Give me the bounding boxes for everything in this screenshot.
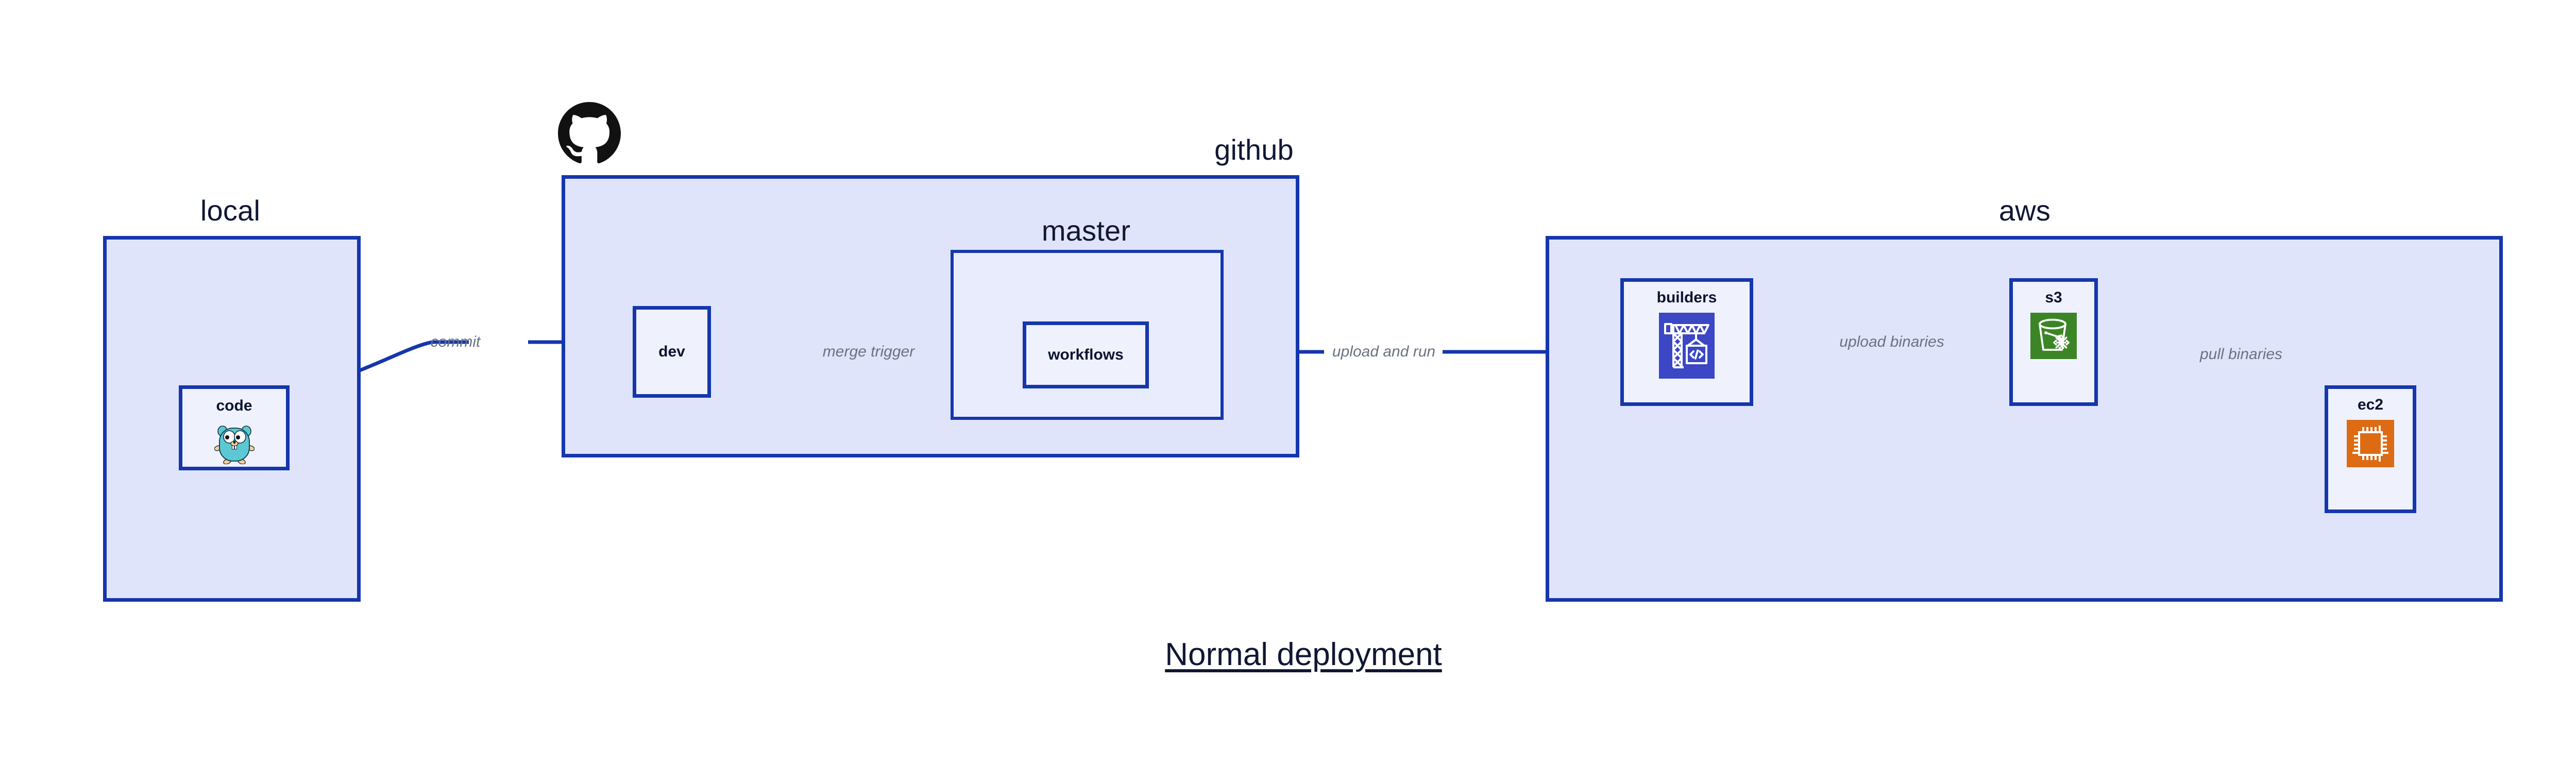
cpu-chip-icon <box>2347 420 2394 470</box>
node-label-workflows: workflows <box>1048 346 1124 363</box>
group-label-master: master <box>1041 214 1131 247</box>
group-label-github: github <box>1214 133 1294 166</box>
node-builders[interactable]: builders <box>1620 278 1753 406</box>
edge-label-merge-trigger: merge trigger <box>822 343 915 360</box>
node-workflows[interactable]: workflows <box>1023 321 1149 388</box>
node-label-ec2: ec2 <box>2357 396 2384 413</box>
node-label-s3: s3 <box>2045 289 2062 306</box>
go-gopher-icon <box>213 420 255 467</box>
node-dev[interactable]: dev <box>633 306 711 398</box>
edge-label-upload-binaries: upload binaries <box>1839 333 1944 350</box>
group-label-local: local <box>200 194 261 227</box>
node-ec2[interactable]: ec2 <box>2325 385 2416 513</box>
edge-label-upload-and-run: upload and run <box>1332 343 1436 360</box>
edge-label-commit: commit <box>430 333 481 350</box>
diagram-title: Normal deployment <box>1165 637 1442 672</box>
edge-label-pull-binaries: pull binaries <box>2199 346 2283 363</box>
s3-bucket-glacier-icon <box>2030 313 2077 362</box>
crane-code-icon <box>1659 313 1715 381</box>
node-label-code: code <box>216 397 252 414</box>
group-label-aws: aws <box>1998 194 2051 227</box>
node-s3[interactable]: s3 <box>2009 278 2098 406</box>
node-label-dev: dev <box>658 343 685 360</box>
node-label-builders: builders <box>1656 289 1717 306</box>
node-code[interactable]: code <box>179 385 290 470</box>
github-octocat-icon <box>558 102 621 167</box>
